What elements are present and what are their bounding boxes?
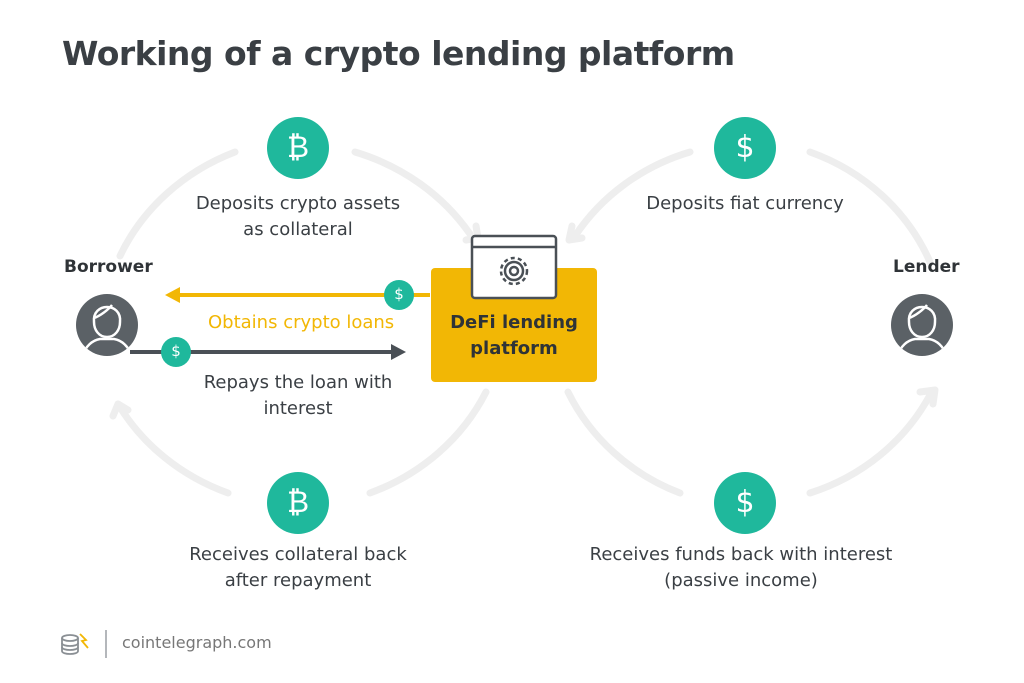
- bitcoin-icon: [267, 117, 329, 179]
- repay-dollar-glyph: $: [171, 342, 181, 360]
- step-line: Repays the loan with: [203, 372, 393, 393]
- step-line: as collateral: [243, 219, 353, 240]
- step-receive-collateral: Receives collateral back after repayment: [168, 542, 428, 594]
- step-deposit-collateral: Deposits crypto assets as collateral: [178, 191, 418, 243]
- repay-dollar-badge: [161, 337, 191, 367]
- bitcoin-icon: [267, 472, 329, 534]
- step-line: interest: [263, 398, 333, 419]
- obtain-loan-label: Obtains crypto loans: [208, 312, 395, 333]
- dollar-glyph: $: [735, 130, 755, 165]
- borrower-avatar: [76, 294, 138, 356]
- repay-label: Repays the loan with interest: [188, 370, 408, 422]
- page-title: Working of a crypto lending platform: [62, 34, 735, 73]
- step-line: Deposits crypto assets: [195, 193, 401, 214]
- bitcoin-glyph: ₿: [286, 485, 310, 520]
- platform-window-icon: [470, 234, 558, 300]
- platform-label-line: DeFi lending: [450, 312, 578, 333]
- step-deposit-fiat: Deposits fiat currency: [625, 191, 865, 217]
- loan-dollar-badge: [384, 280, 414, 310]
- bitcoin-glyph: ₿: [286, 130, 310, 165]
- step-line: Receives collateral back: [189, 544, 407, 565]
- step-receive-funds: Receives funds back with interest (passi…: [580, 542, 902, 594]
- dollar-glyph: $: [735, 485, 755, 520]
- dollar-icon: [714, 117, 776, 179]
- dollar-icon: [714, 472, 776, 534]
- lender-label: Lender: [893, 257, 960, 277]
- step-line: Receives funds back with interest: [589, 544, 893, 565]
- step-line: after repayment: [224, 570, 372, 591]
- lender-avatar: [891, 294, 953, 356]
- borrower-cycle-ring: [109, 148, 490, 497]
- lender-cycle-ring: [564, 148, 939, 497]
- footer-brand-link[interactable]: cointelegraph.com: [122, 633, 272, 652]
- borrower-label: Borrower: [64, 257, 153, 277]
- platform-label: DeFi lending platform: [432, 310, 596, 362]
- cointelegraph-logo: [61, 633, 89, 655]
- platform-label-line: platform: [470, 338, 558, 359]
- loan-dollar-glyph: $: [394, 285, 404, 303]
- step-line: (passive income): [664, 570, 818, 591]
- step-line: Deposits fiat currency: [646, 193, 844, 214]
